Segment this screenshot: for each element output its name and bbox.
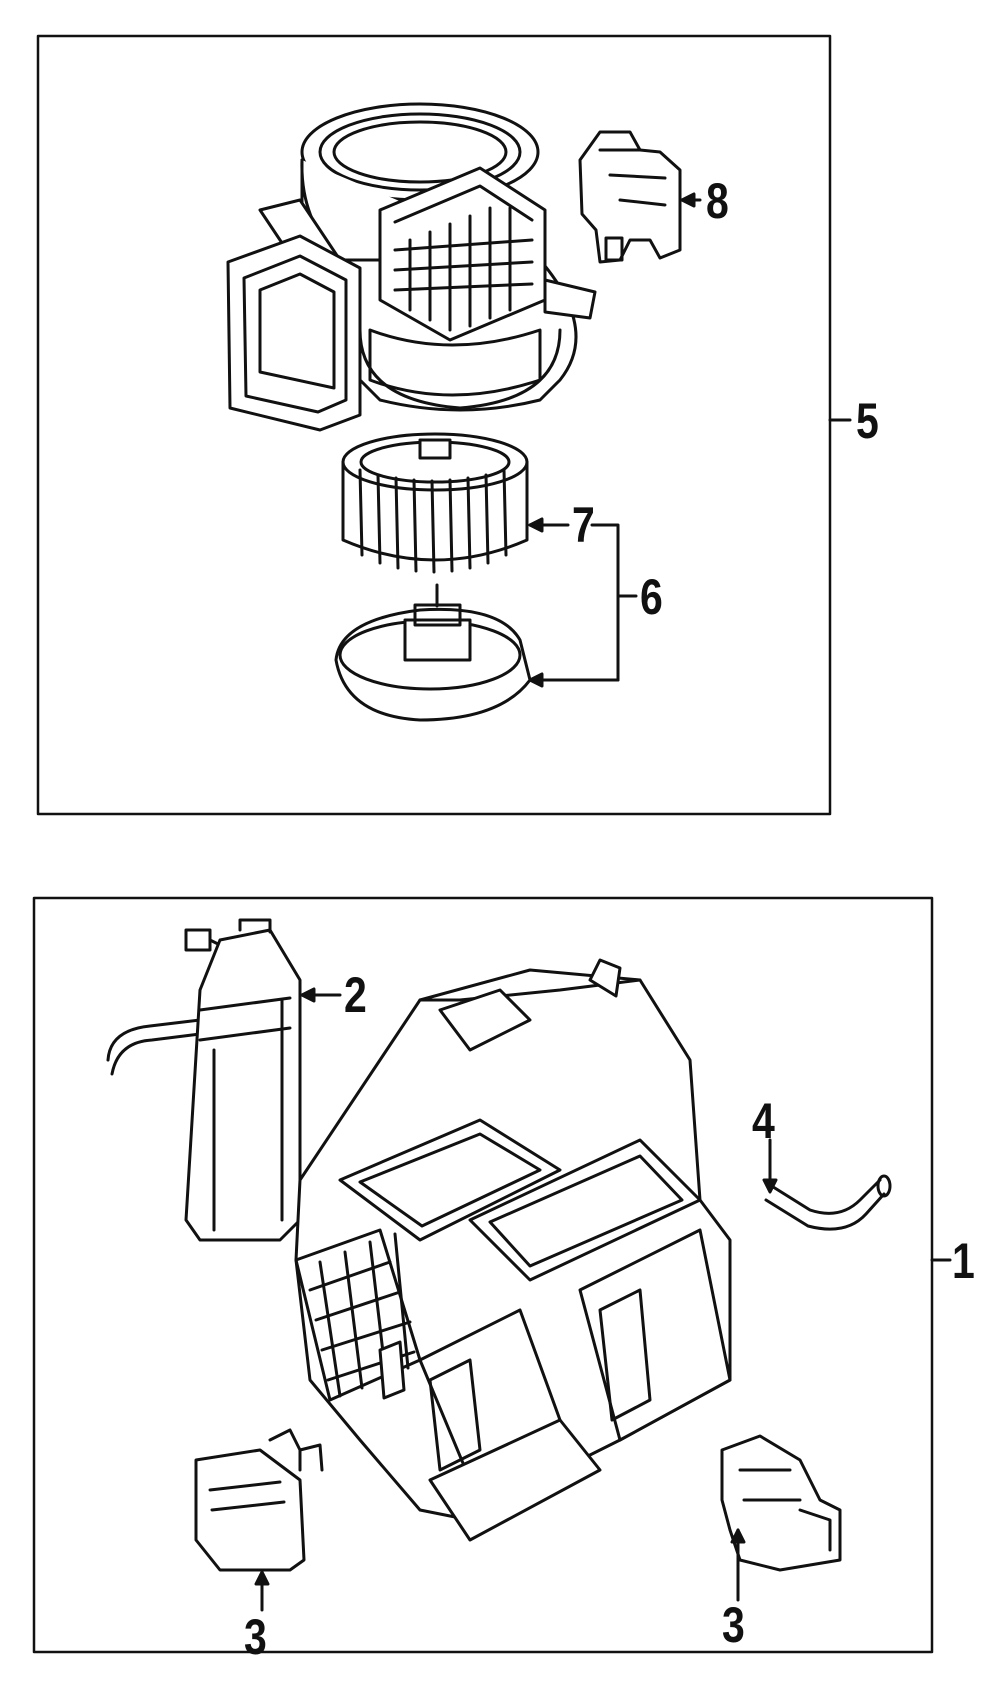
actuator-left [194,1428,324,1572]
callout-6: 6 [640,569,663,625]
callout-8: 8 [706,173,729,229]
callout-7: 7 [572,497,595,553]
callout-1: 1 [952,1233,975,1289]
arrow-3b [730,1528,746,1544]
arrow-3a [254,1570,270,1586]
blower-assembly-frame [36,34,832,816]
callout-5: 5 [856,393,879,449]
heater-core [106,918,302,1242]
callout-3-right: 3 [722,1597,745,1653]
callout-2: 2 [344,967,367,1023]
heater-case [294,958,732,1542]
blower-motor [334,583,532,722]
case-assembly-frame [32,896,934,1654]
arrow-4 [762,1178,778,1194]
drain-hose [764,1174,892,1231]
blower-resistor [578,130,682,264]
arrow-6 [528,672,544,688]
blower-wheel [341,432,529,574]
callout-3-left: 3 [244,1609,267,1665]
blower-housing [226,102,597,432]
bracket-6-7 [590,523,638,682]
arrow-8 [680,192,696,208]
actuator-right [720,1434,842,1572]
arrow-7 [528,517,544,533]
callout-4: 4 [752,1093,775,1149]
arrow-2 [300,987,316,1003]
